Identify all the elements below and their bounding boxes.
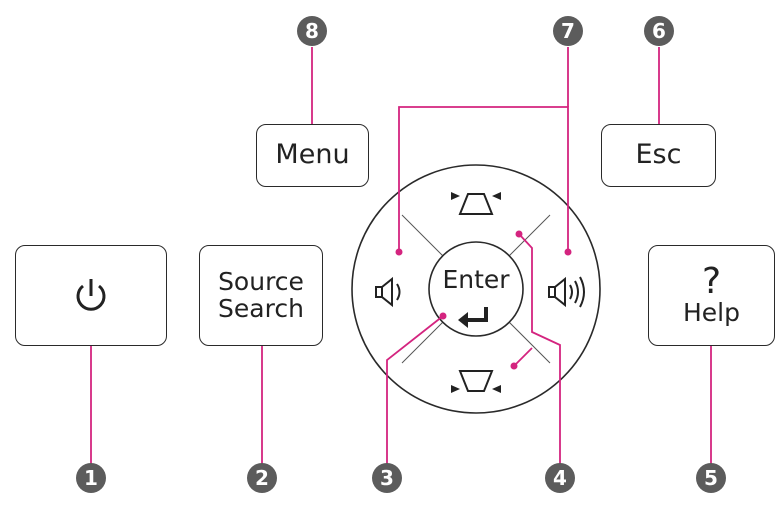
menu-button[interactable]: Menu bbox=[256, 124, 369, 187]
dpad-separator bbox=[401, 318, 447, 364]
callout-badge-3: 3 bbox=[372, 463, 402, 493]
callout-badge-4: 4 bbox=[545, 463, 575, 493]
volume-up-icon[interactable] bbox=[548, 276, 585, 308]
source-search-label-line1: Source bbox=[218, 267, 304, 297]
power-button[interactable] bbox=[15, 245, 167, 346]
keystone-up-icon[interactable] bbox=[451, 192, 501, 215]
esc-label: Esc bbox=[635, 139, 682, 171]
volume-down-icon[interactable] bbox=[375, 276, 401, 308]
dpad-separator bbox=[401, 214, 447, 260]
help-question-icon: ? bbox=[701, 261, 722, 303]
power-icon bbox=[76, 278, 106, 311]
help-label: Help bbox=[683, 298, 740, 328]
menu-label: Menu bbox=[275, 139, 350, 171]
callout-badge-1: 1 bbox=[76, 463, 106, 493]
callout-badge-7: 7 bbox=[553, 16, 583, 46]
source-search-button[interactable]: Source Search bbox=[199, 245, 323, 346]
dpad-separator bbox=[505, 214, 551, 260]
dpad-separator bbox=[505, 318, 551, 364]
esc-button[interactable]: Esc bbox=[601, 124, 716, 187]
callout-badge-8: 8 bbox=[297, 16, 327, 46]
help-button[interactable]: ? Help bbox=[648, 245, 775, 346]
callout-badge-6: 6 bbox=[644, 16, 674, 46]
keystone-down-icon[interactable] bbox=[451, 370, 501, 393]
callout-badge-2: 2 bbox=[247, 463, 277, 493]
enter-button[interactable] bbox=[428, 241, 524, 337]
callout-lines bbox=[90, 47, 712, 468]
source-search-label-line2: Search bbox=[218, 293, 304, 323]
callout-badge-5: 5 bbox=[696, 463, 726, 493]
enter-label: Enter bbox=[442, 265, 510, 294]
return-arrow-icon bbox=[458, 307, 488, 328]
